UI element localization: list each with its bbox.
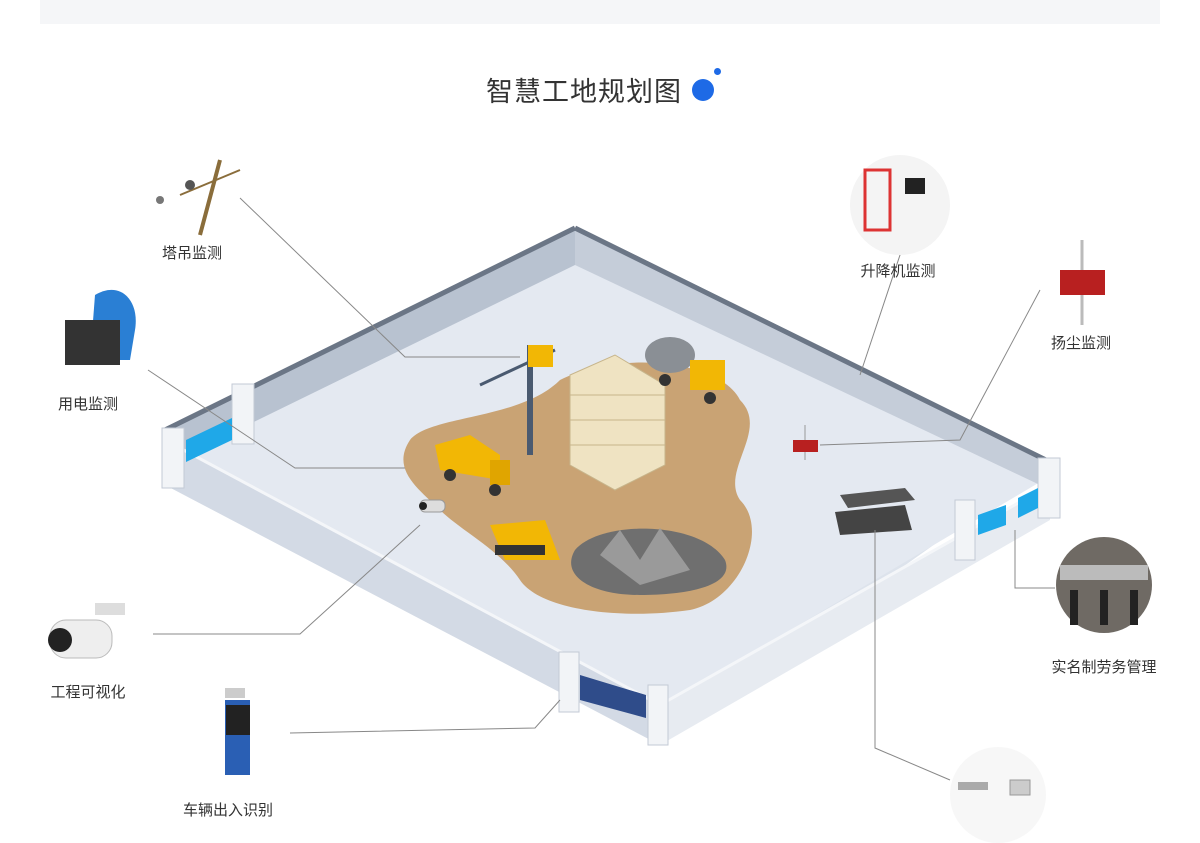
vehicle-gate-thumbnail xyxy=(225,688,250,775)
title-dot-icon xyxy=(692,67,721,101)
top-bar xyxy=(40,0,1160,24)
module-label-labor: 实名制劳务管理 xyxy=(1051,658,1157,676)
module-label-power: 用电监测 xyxy=(57,395,119,413)
leader-lines xyxy=(147,197,1055,781)
building xyxy=(569,354,666,491)
module-label-elevator: 升降机监测 xyxy=(860,262,936,280)
module-label-tower-crane: 塔吊监测 xyxy=(161,244,223,262)
tower-crane-thumbnail xyxy=(156,159,241,236)
labor-gate-thumbnail xyxy=(1056,537,1152,633)
dust-monitor-thumbnail xyxy=(1060,240,1105,325)
labor-terminal xyxy=(835,488,915,535)
module-label-dust: 扬尘监测 xyxy=(1050,334,1112,352)
module-label-vehicle: 车辆出入识别 xyxy=(182,801,274,819)
dump-truck xyxy=(435,435,510,496)
title-text: 智慧工地规划图 xyxy=(486,77,682,108)
module-label-video: 工程可视化 xyxy=(50,683,126,701)
dust-monitor xyxy=(793,425,818,460)
power-datacenter-thumbnail xyxy=(65,289,136,365)
elevator-thumbnail xyxy=(850,155,950,255)
network-thumbnail xyxy=(950,747,1046,843)
page-title: 智慧工地规划图 xyxy=(0,67,1200,109)
bulldozer xyxy=(490,520,560,560)
mixer-truck xyxy=(645,337,725,404)
tower-crane xyxy=(479,345,556,455)
camera xyxy=(419,499,446,513)
camera-thumbnail xyxy=(48,603,125,659)
gate-posts xyxy=(161,383,1061,746)
